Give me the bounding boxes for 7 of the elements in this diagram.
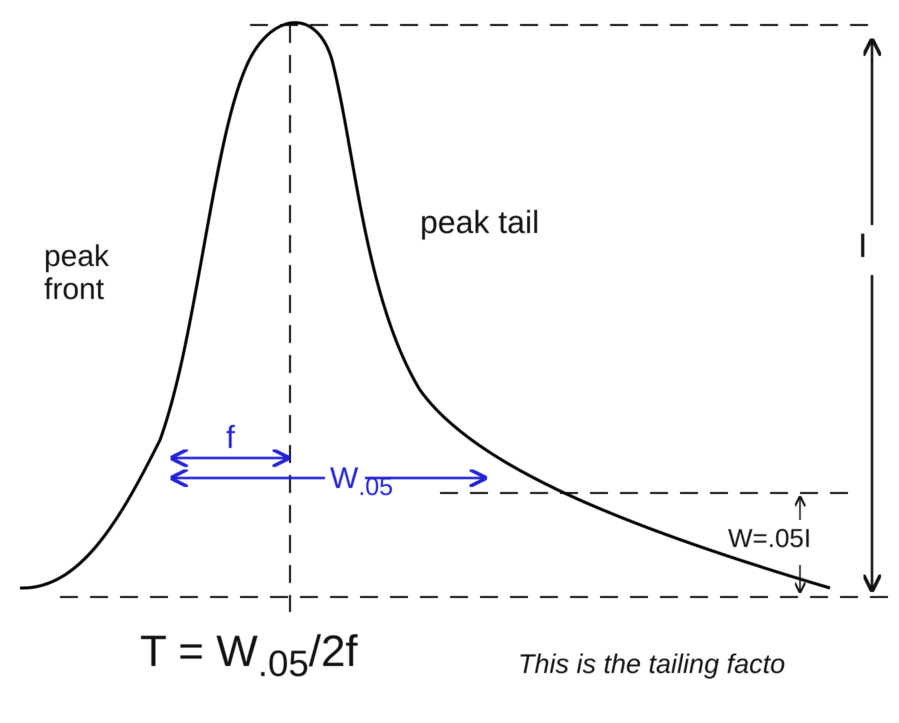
note: This is the tailing facto [518, 650, 786, 680]
axis-label: peak front [44, 240, 110, 306]
symbol-label: I [858, 228, 868, 266]
axis-label: peak tail [420, 205, 540, 240]
symbol-label: W=.05I [728, 524, 812, 553]
symbol-label: f [226, 420, 235, 456]
formula: T = W$_{.05}$/2f [140, 628, 358, 684]
